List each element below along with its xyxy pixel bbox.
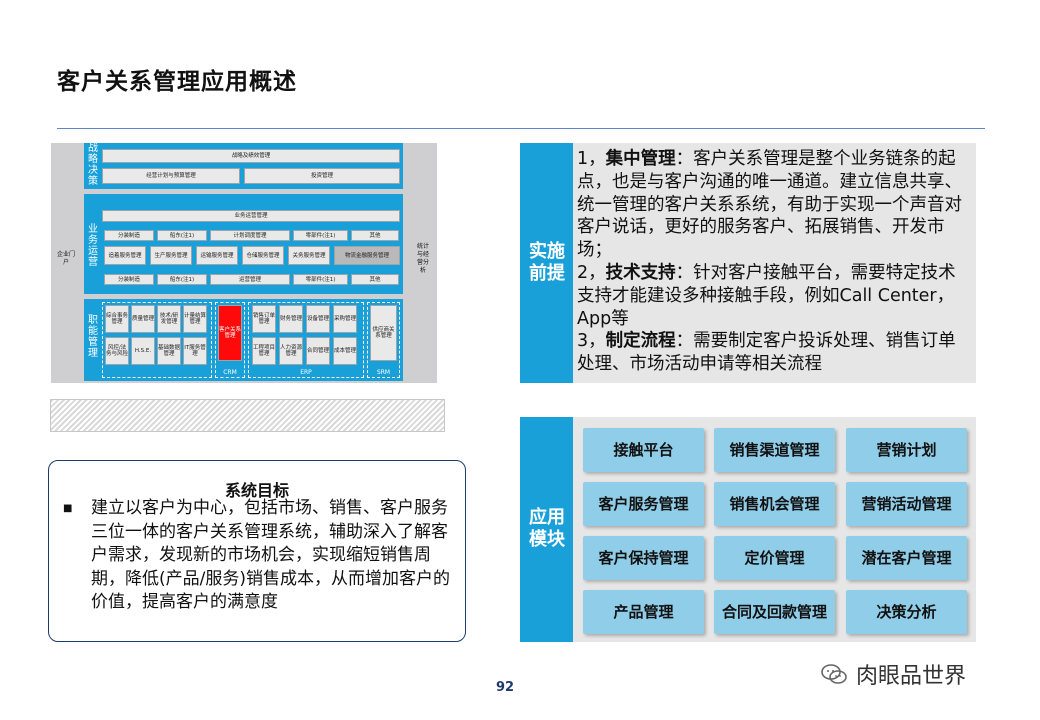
bullet-icon: ■ [63,503,73,514]
operations-top: 业务运营管理 [102,210,400,222]
general-function-group [102,302,212,378]
decorative-stripe [50,399,445,432]
enterprise-portal-column: 企业门户 [51,143,83,383]
erp-cell-1: 销售订单管理 [252,305,276,333]
modules-body: 接触平台 销售渠道管理 营销计划 客户服务管理 销售机会管理 营销活动管理 客户… [573,417,976,642]
page-number: 92 [496,680,515,695]
modules-tag-text: 应用模块 [529,507,565,550]
premise-3-num: 3， [577,331,606,352]
ops-r2-c6: 物流金融服务管理 [334,246,400,265]
func-cell-8: IT服务管理 [183,337,207,365]
premise-1-body: ：客户关系管理是整个业务链条的起点，也是与客户沟通的唯一通道。建立信息共享、统一… [577,149,962,261]
operations-band: 业务运营 业务运营管理 分装制造 船东(注1) 计划调度管理 零部件(注1) 其… [84,194,403,294]
func-cell-5: 风控/法务与风险 [105,337,129,365]
premise-1-head: 集中管理 [605,149,676,169]
ops-r3-c4: 零部件(注1) [293,274,348,285]
ops-r3-c1: 分装制造 [104,274,154,285]
premise-3-head: 制定流程 [605,331,676,352]
goal-box: 系统目标 ■ 建立以客户为中心，包括市场、销售、客户服务三位一体的客户关系管理系… [48,460,466,642]
erp-cell-6: 人力资源管理 [279,337,303,365]
module-product: 产品管理 [583,590,704,634]
erp-label: ERP [300,369,312,376]
erp-cell-3: 设备管理 [306,305,330,333]
premise-body: 1，集中管理：客户关系管理是整个业务链条的起点，也是与客户沟通的唯一通道。建立信… [573,143,976,383]
module-sales-channel: 销售渠道管理 [714,428,835,472]
ops-r2-c5: 关务服务管理 [288,246,330,265]
module-potential-customer: 潜在客户管理 [846,536,967,580]
module-touch-platform: 接触平台 [583,428,704,472]
functions-label: 职能管理 [88,315,98,359]
module-marketing-activity: 营销活动管理 [846,482,967,526]
ops-r1-c4: 零部件(注1) [293,230,348,241]
statistics-label: 统计与经营分析 [416,243,429,274]
ops-r1-c5: 其他 [351,230,399,241]
premise-1-num: 1， [577,149,606,169]
func-cell-2: 质量管理 [131,305,155,333]
strategy-row2b: 投资管理 [244,168,400,184]
ops-r1-c1: 分装制造 [104,230,154,241]
functions-band: 职能管理 综合事务管理 质量管理 技术/研发管理 计量结算管理 风控/法务与风险… [84,299,403,381]
premise-tag-text: 实施前提 [529,241,565,284]
erp-cell-2: 财务管理 [279,305,303,333]
page-title: 客户关系管理应用概述 [57,69,297,95]
ops-r3-c2: 船东(注1) [157,274,207,285]
premise-3-body: ：需要制定客户投诉处理、销售订单处理、市场活动申请等相关流程 [577,331,956,375]
premise-text: 1，集中管理：客户关系管理是整个业务链条的起点，也是与客户沟通的唯一通道。建立信… [577,148,973,376]
module-decision-analysis: 决策分析 [846,590,967,634]
srm-cell: 供应商关系管理 [370,305,397,361]
module-sales-opportunity: 销售机会管理 [714,482,835,526]
ops-r2-c3: 运输服务管理 [196,246,238,265]
func-cell-7: 基础数据管理 [157,337,181,365]
statistics-column: 统计与经营分析 [407,143,437,383]
strategy-row2a: 经营计划与预算管理 [102,168,240,184]
ops-r1-c2: 船东(注1) [157,230,207,241]
srm-label: SRM [376,369,391,376]
title-divider [57,128,985,129]
enterprise-portal-label: 企业门户 [56,251,75,266]
goal-title: 系统目标 [224,481,289,500]
ops-r2-c2: 生产服务管理 [150,246,192,265]
ops-r2-c4: 仓储服务管理 [242,246,284,265]
func-cell-4: 计量结算管理 [183,305,207,333]
premise-2-body: ：针对客户接触平台，需要特定技术支持才能建设多种接触手段，例如Call Cent… [577,262,956,329]
premise-2-num: 2， [577,262,606,283]
erp-cell-7: 合同管理 [306,337,330,365]
premise-tag: 实施前提 [523,241,571,285]
ops-r2-c1: 追着服务管理 [104,246,146,265]
module-customer-service: 客户服务管理 [583,482,704,526]
strategy-row1: 战略及绩效管理 [102,149,400,163]
erp-cell-5: 工程项目管理 [252,337,276,365]
crm-group: CRM [215,302,245,378]
architecture-diagram: 企业门户 统计与经营分析 战略决策 战略及绩效管理 经营计划与预算管理 投资管理… [51,143,437,383]
func-cell-3: 技术/研发管理 [157,305,181,333]
strategy-label: 战略决策 [88,143,98,187]
module-pricing: 定价管理 [714,536,835,580]
premise-panel: 实施前提 1，集中管理：客户关系管理是整个业务链条的起点，也是与客户沟通的唯一通… [520,143,976,383]
wechat-icon [821,664,847,684]
srm-group: SRM [367,302,400,378]
ops-r3-c5: 其他 [351,274,399,285]
premise-2-head: 技术支持 [605,262,676,283]
strategy-band: 战略决策 战略及绩效管理 经营计划与预算管理 投资管理 [84,143,403,189]
ops-r1-c3: 计划调度管理 [210,230,290,241]
operations-label: 业务运营 [88,224,98,268]
modules-tag: 应用模块 [523,507,571,551]
erp-group: ERP [248,302,364,378]
func-cell-1: 综合事务管理 [105,305,129,333]
ops-r3-c3: 运营管理 [210,274,290,285]
goal-text: 建立以客户为中心，包括市场、销售、客户服务三位一体的客户关系管理系统，辅助深入了… [91,498,450,612]
crm-label: CRM [223,369,237,376]
watermark-text: 肉眼品世界 [856,664,967,689]
erp-cell-8: 成本管理 [333,337,357,365]
modules-panel: 应用模块 接触平台 销售渠道管理 营销计划 客户服务管理 销售机会管理 营销活动… [520,417,976,642]
module-customer-retention: 客户保持管理 [583,536,704,580]
module-contract-payment: 合同及回款管理 [714,590,835,634]
module-marketing-plan: 营销计划 [846,428,967,472]
func-cell-6: H.S.E. [131,337,155,365]
watermark: 肉眼品世界 [820,658,966,690]
crm-cell: 客户关系管理 [218,305,242,361]
erp-cell-4: 采购管理 [333,305,357,333]
